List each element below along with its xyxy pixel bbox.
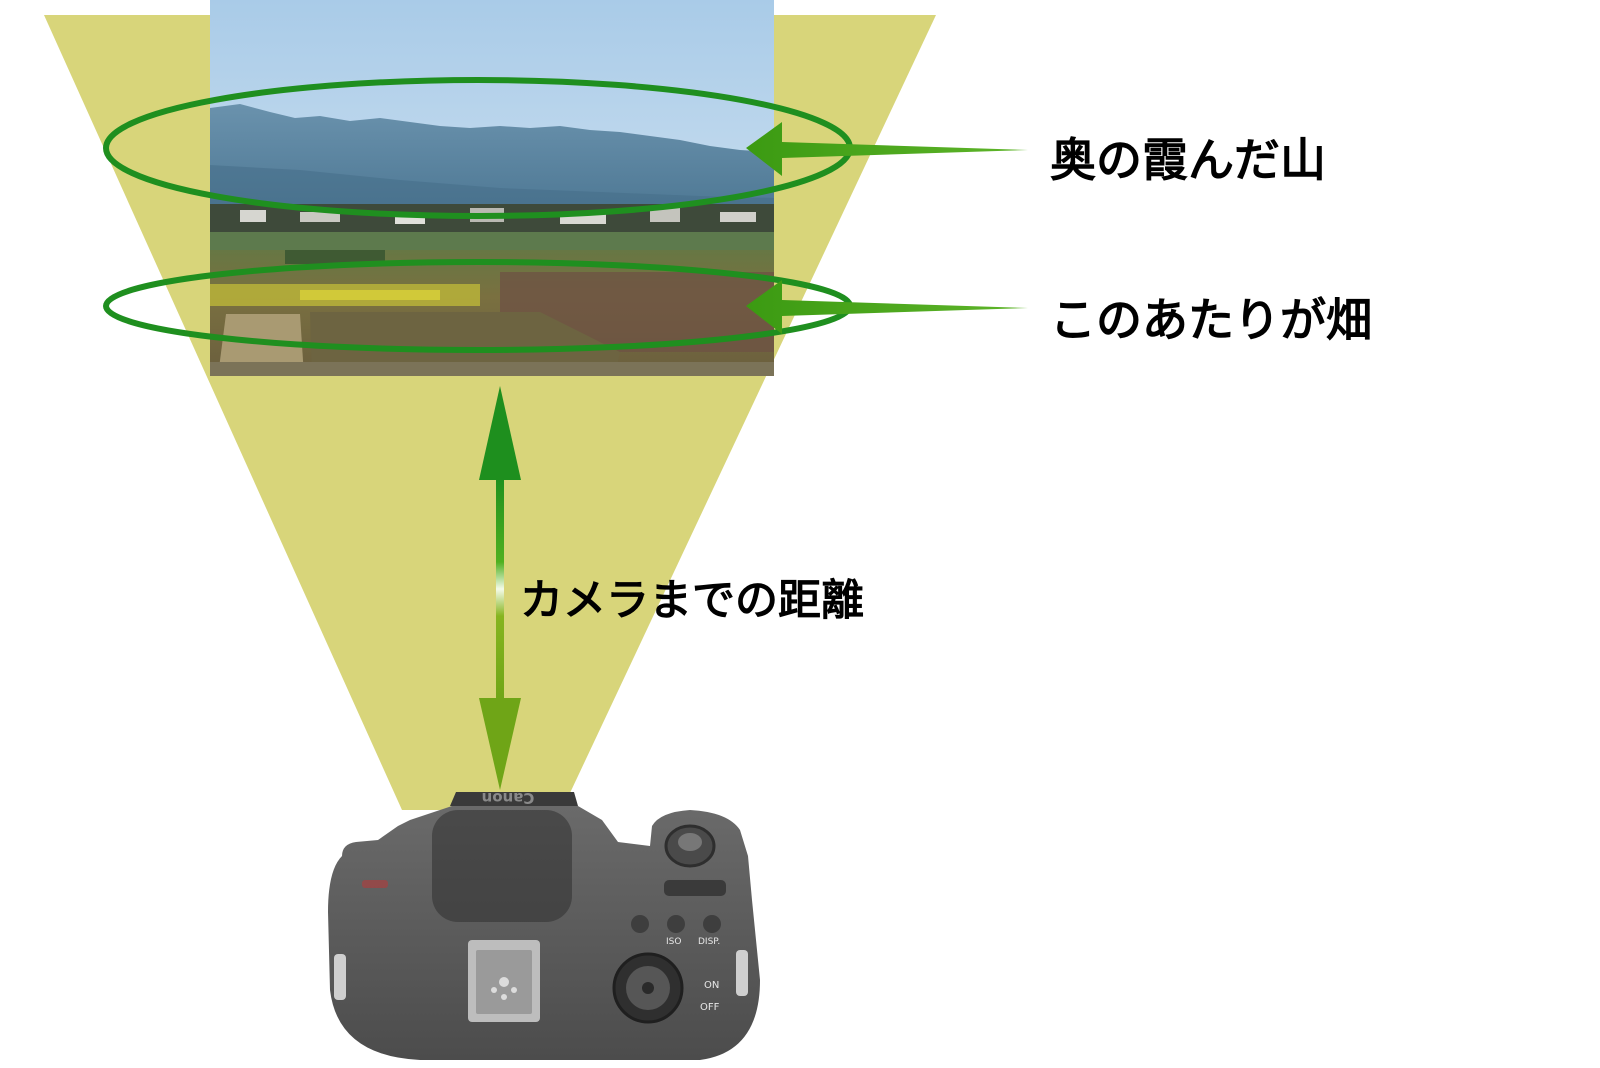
distance-label: カメラまでの距離	[520, 576, 864, 626]
camera-pentaprism	[432, 810, 572, 922]
field-pointer-arrow	[746, 280, 1028, 334]
camera-illustration: Canon ISO DISP. ON OFF	[328, 789, 760, 1060]
distance-arrow	[479, 386, 521, 790]
camera-brand: Canon	[482, 789, 535, 807]
mountain-pointer-arrow	[746, 122, 1028, 176]
field-label: このあたりが畑	[1050, 293, 1372, 347]
iso-button-label: ISO	[666, 937, 681, 947]
main-dial	[664, 880, 726, 896]
power-off-label: OFF	[700, 1002, 720, 1013]
mountain-label: 奥の霞んだ山	[1050, 133, 1326, 187]
strap-lug-right	[736, 950, 748, 996]
power-on-label: ON	[704, 980, 719, 991]
disp-button-label: DISP.	[698, 937, 720, 947]
strap-lug-left	[334, 954, 346, 1000]
landscape-photo	[210, 0, 774, 376]
